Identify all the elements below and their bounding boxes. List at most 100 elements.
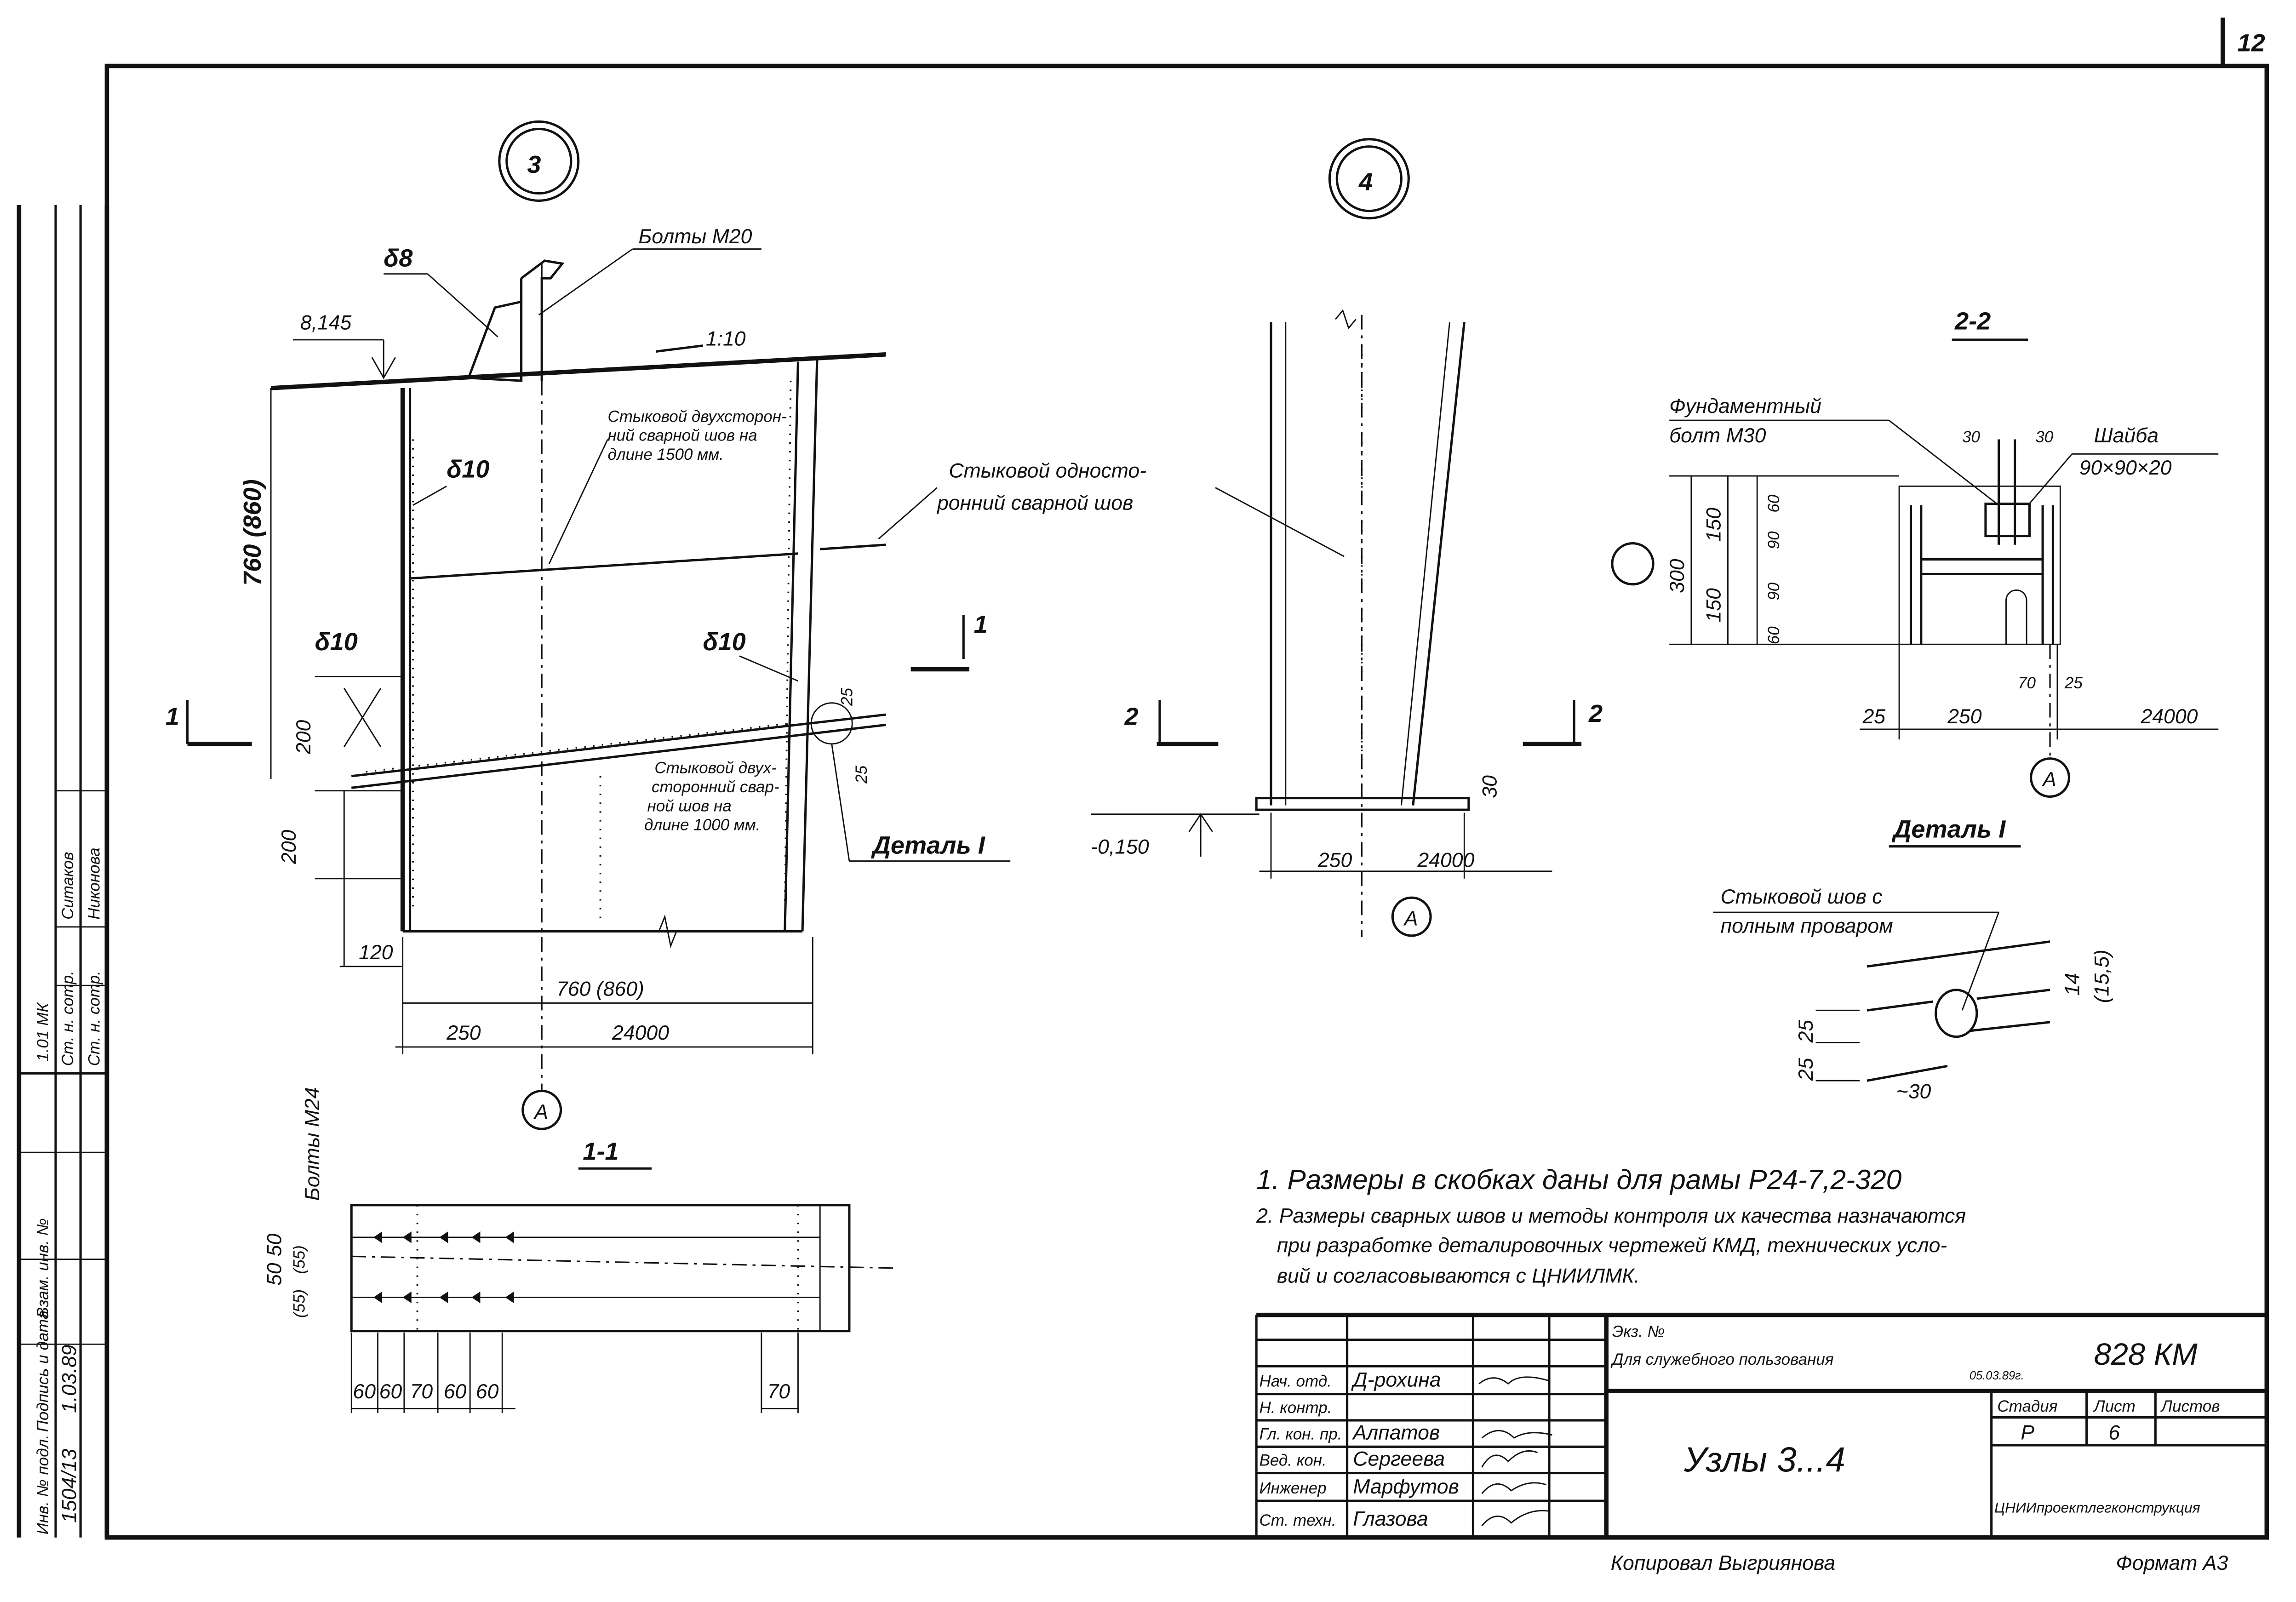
- sheet-number-box: 12: [2221, 17, 2265, 66]
- node-4-view: 4 250 24000 30 -0,150 А 2 2: [1091, 138, 1603, 938]
- staff-rows: Нач. отд. Д-рохина Н. контр. Гл. кон. пр…: [1260, 1369, 1459, 1531]
- weld-1000-line1: Стыковой двух-: [654, 759, 777, 777]
- inv-label: Инв. № подл.: [34, 1435, 52, 1534]
- dim-24000: 24000: [612, 1022, 669, 1044]
- plate-top-label: δ8: [384, 245, 413, 272]
- weld-1000-line3: ной шов на: [647, 797, 731, 815]
- side-name-1: Ситаков: [59, 852, 77, 920]
- anchor-bolt-line2: болт М30: [1669, 424, 1766, 447]
- dim-width: 760 (860): [556, 978, 644, 1001]
- staff-name-4: Марфутов: [1353, 1476, 1459, 1498]
- side-role-1: Ст. н. сотр.: [59, 971, 77, 1066]
- axis-a-marker: [2030, 757, 2070, 798]
- dim-25: 25: [1862, 705, 1885, 728]
- section-2-2: 2-2 Фундаментный болт М30 Шайба 90×90×20…: [1611, 308, 2219, 798]
- node-4-id: 4: [1358, 168, 1373, 196]
- section-1-1-title: 1-1: [583, 1138, 618, 1165]
- detail-dim-25-b: 25: [1795, 1058, 1817, 1081]
- note-2-cont-1: при разработке деталировочных чертежей К…: [1277, 1234, 1947, 1257]
- plate-left-label: δ10: [315, 628, 358, 656]
- spacing-2: 70: [410, 1380, 433, 1403]
- staff-role-0: Нач. отд.: [1260, 1373, 1332, 1390]
- paper-format: Формат А3: [2116, 1552, 2228, 1574]
- flange-plate: [350, 1204, 851, 1333]
- sheet-label: Лист: [2093, 1397, 2136, 1415]
- side-role-2: Ст. н. сотр.: [86, 971, 103, 1066]
- restricted-label: Для служебного пользования: [1610, 1350, 1834, 1368]
- section-2-2-title: 2-2: [1954, 308, 1991, 335]
- notes: 1. Размеры в скобках даны для рамы Р24-7…: [1256, 1164, 1966, 1287]
- detail-dim-25-a: 25: [1795, 1020, 1817, 1043]
- anchor-bolt-line1: Фундаментный: [1669, 395, 1821, 418]
- node-3-id: 3: [527, 151, 541, 178]
- staff-name-5: Глазова: [1353, 1508, 1428, 1530]
- washer-line1: Шайба: [2094, 424, 2159, 447]
- section-1-left-mark: 1: [166, 703, 179, 730]
- sheet-value: 6: [2108, 1421, 2120, 1444]
- node-3-marker: [498, 120, 580, 202]
- bolts-m20-label: Болты М20: [638, 225, 752, 248]
- weld-1500-line1: Стыковой двухсторон-: [607, 407, 786, 425]
- slope-label: 1:10: [706, 328, 746, 350]
- base-plate: [1255, 797, 1470, 811]
- weld-1000-line2: сторонний свар-: [652, 778, 779, 796]
- document-code: 828 КМ: [2094, 1337, 2198, 1372]
- weld-label-line1: Стыковой односто-: [949, 459, 1146, 482]
- weld-symbol: [1935, 989, 1978, 1038]
- plate-web-label: δ10: [447, 455, 489, 483]
- spacing-1: 60: [379, 1380, 402, 1403]
- section-1-1: 1-1 Болты М24 50 50 (55) (55) 60 60 70 6…: [263, 1087, 893, 1413]
- copied-by: Копировал Выгриянова: [1611, 1552, 1835, 1574]
- dim-200-upper: 200: [292, 720, 315, 755]
- detail-1: Деталь I Стыковой шов с полным проваром …: [1713, 816, 2113, 1103]
- purlin-bracket: [467, 259, 565, 382]
- sign-date: 1.03.89: [58, 1345, 81, 1413]
- note-2-cont-2: вий и согласовываются с ЦНИИЛМК.: [1277, 1265, 1640, 1287]
- section-2-right-mark: 2: [1588, 700, 1603, 727]
- side-name-2: Никонова: [86, 847, 103, 920]
- stage-value: Р: [2021, 1421, 2034, 1444]
- detail-dim-30: ~30: [1896, 1080, 1931, 1103]
- staff-role-3: Вед. кон.: [1260, 1452, 1327, 1470]
- dim-250: 250: [1317, 849, 1352, 871]
- dim-70: 70: [2018, 674, 2036, 692]
- elevation-label: -0,150: [1091, 836, 1149, 858]
- weld-1500-line3: длине 1500 мм.: [607, 446, 723, 463]
- spacing-4: 60: [476, 1380, 499, 1403]
- weld-1000-line4: длине 1000 мм.: [644, 816, 760, 834]
- note-2: 2. Размеры сварных швов и методы контрол…: [1256, 1205, 1966, 1227]
- dim-24000: 24000: [1417, 849, 1474, 871]
- axis-a-marker: [521, 1089, 562, 1130]
- note-1: 1. Размеры в скобках даны для рамы Р24-7…: [1256, 1164, 1901, 1195]
- axis-a-label: А: [533, 1101, 548, 1123]
- dim-25-b: 25: [853, 765, 870, 784]
- bolts-m24-label: Болты М24: [301, 1087, 324, 1201]
- drawing-title: Узлы 3...4: [1683, 1440, 1845, 1479]
- dim-90-a: 90: [1765, 531, 1783, 549]
- single-sided-weld-label: Стыковой односто- ронний сварной шов: [878, 459, 1345, 557]
- dim-150-a: 150: [1703, 508, 1725, 542]
- dim-120: 120: [359, 941, 393, 964]
- organization: ЦНИИпроектлегконструкция: [1994, 1499, 2200, 1516]
- washer: [1984, 503, 2031, 538]
- dim-300: 300: [1666, 559, 1689, 593]
- staff-name-2: Алпатов: [1351, 1421, 1440, 1444]
- dim-30-b: 30: [2035, 428, 2053, 446]
- dim-30: 30: [1478, 775, 1501, 798]
- axis-a-marker: [1391, 896, 1432, 937]
- signatures: [1478, 1376, 1552, 1527]
- bolt-holes: [373, 1231, 514, 1304]
- detail-1-title: Деталь I: [1891, 816, 2006, 843]
- dim-250: 250: [1947, 705, 1982, 728]
- axis-a-label: А: [1403, 908, 1418, 930]
- column-marker: [1611, 542, 1655, 586]
- dim-50-a: 50: [263, 1263, 286, 1286]
- dim-height: 760 (860): [239, 479, 266, 586]
- staff-role-1: Н. контр.: [1260, 1399, 1332, 1417]
- detail-dim-14: 14: [2061, 973, 2084, 996]
- dim-150-b: 150: [1703, 588, 1725, 623]
- inv-number: 1504/13: [58, 1449, 81, 1523]
- dim-55-b: (55): [290, 1289, 308, 1318]
- dim-60-a: 60: [1765, 494, 1783, 512]
- section-1-right-mark: 1: [974, 611, 988, 638]
